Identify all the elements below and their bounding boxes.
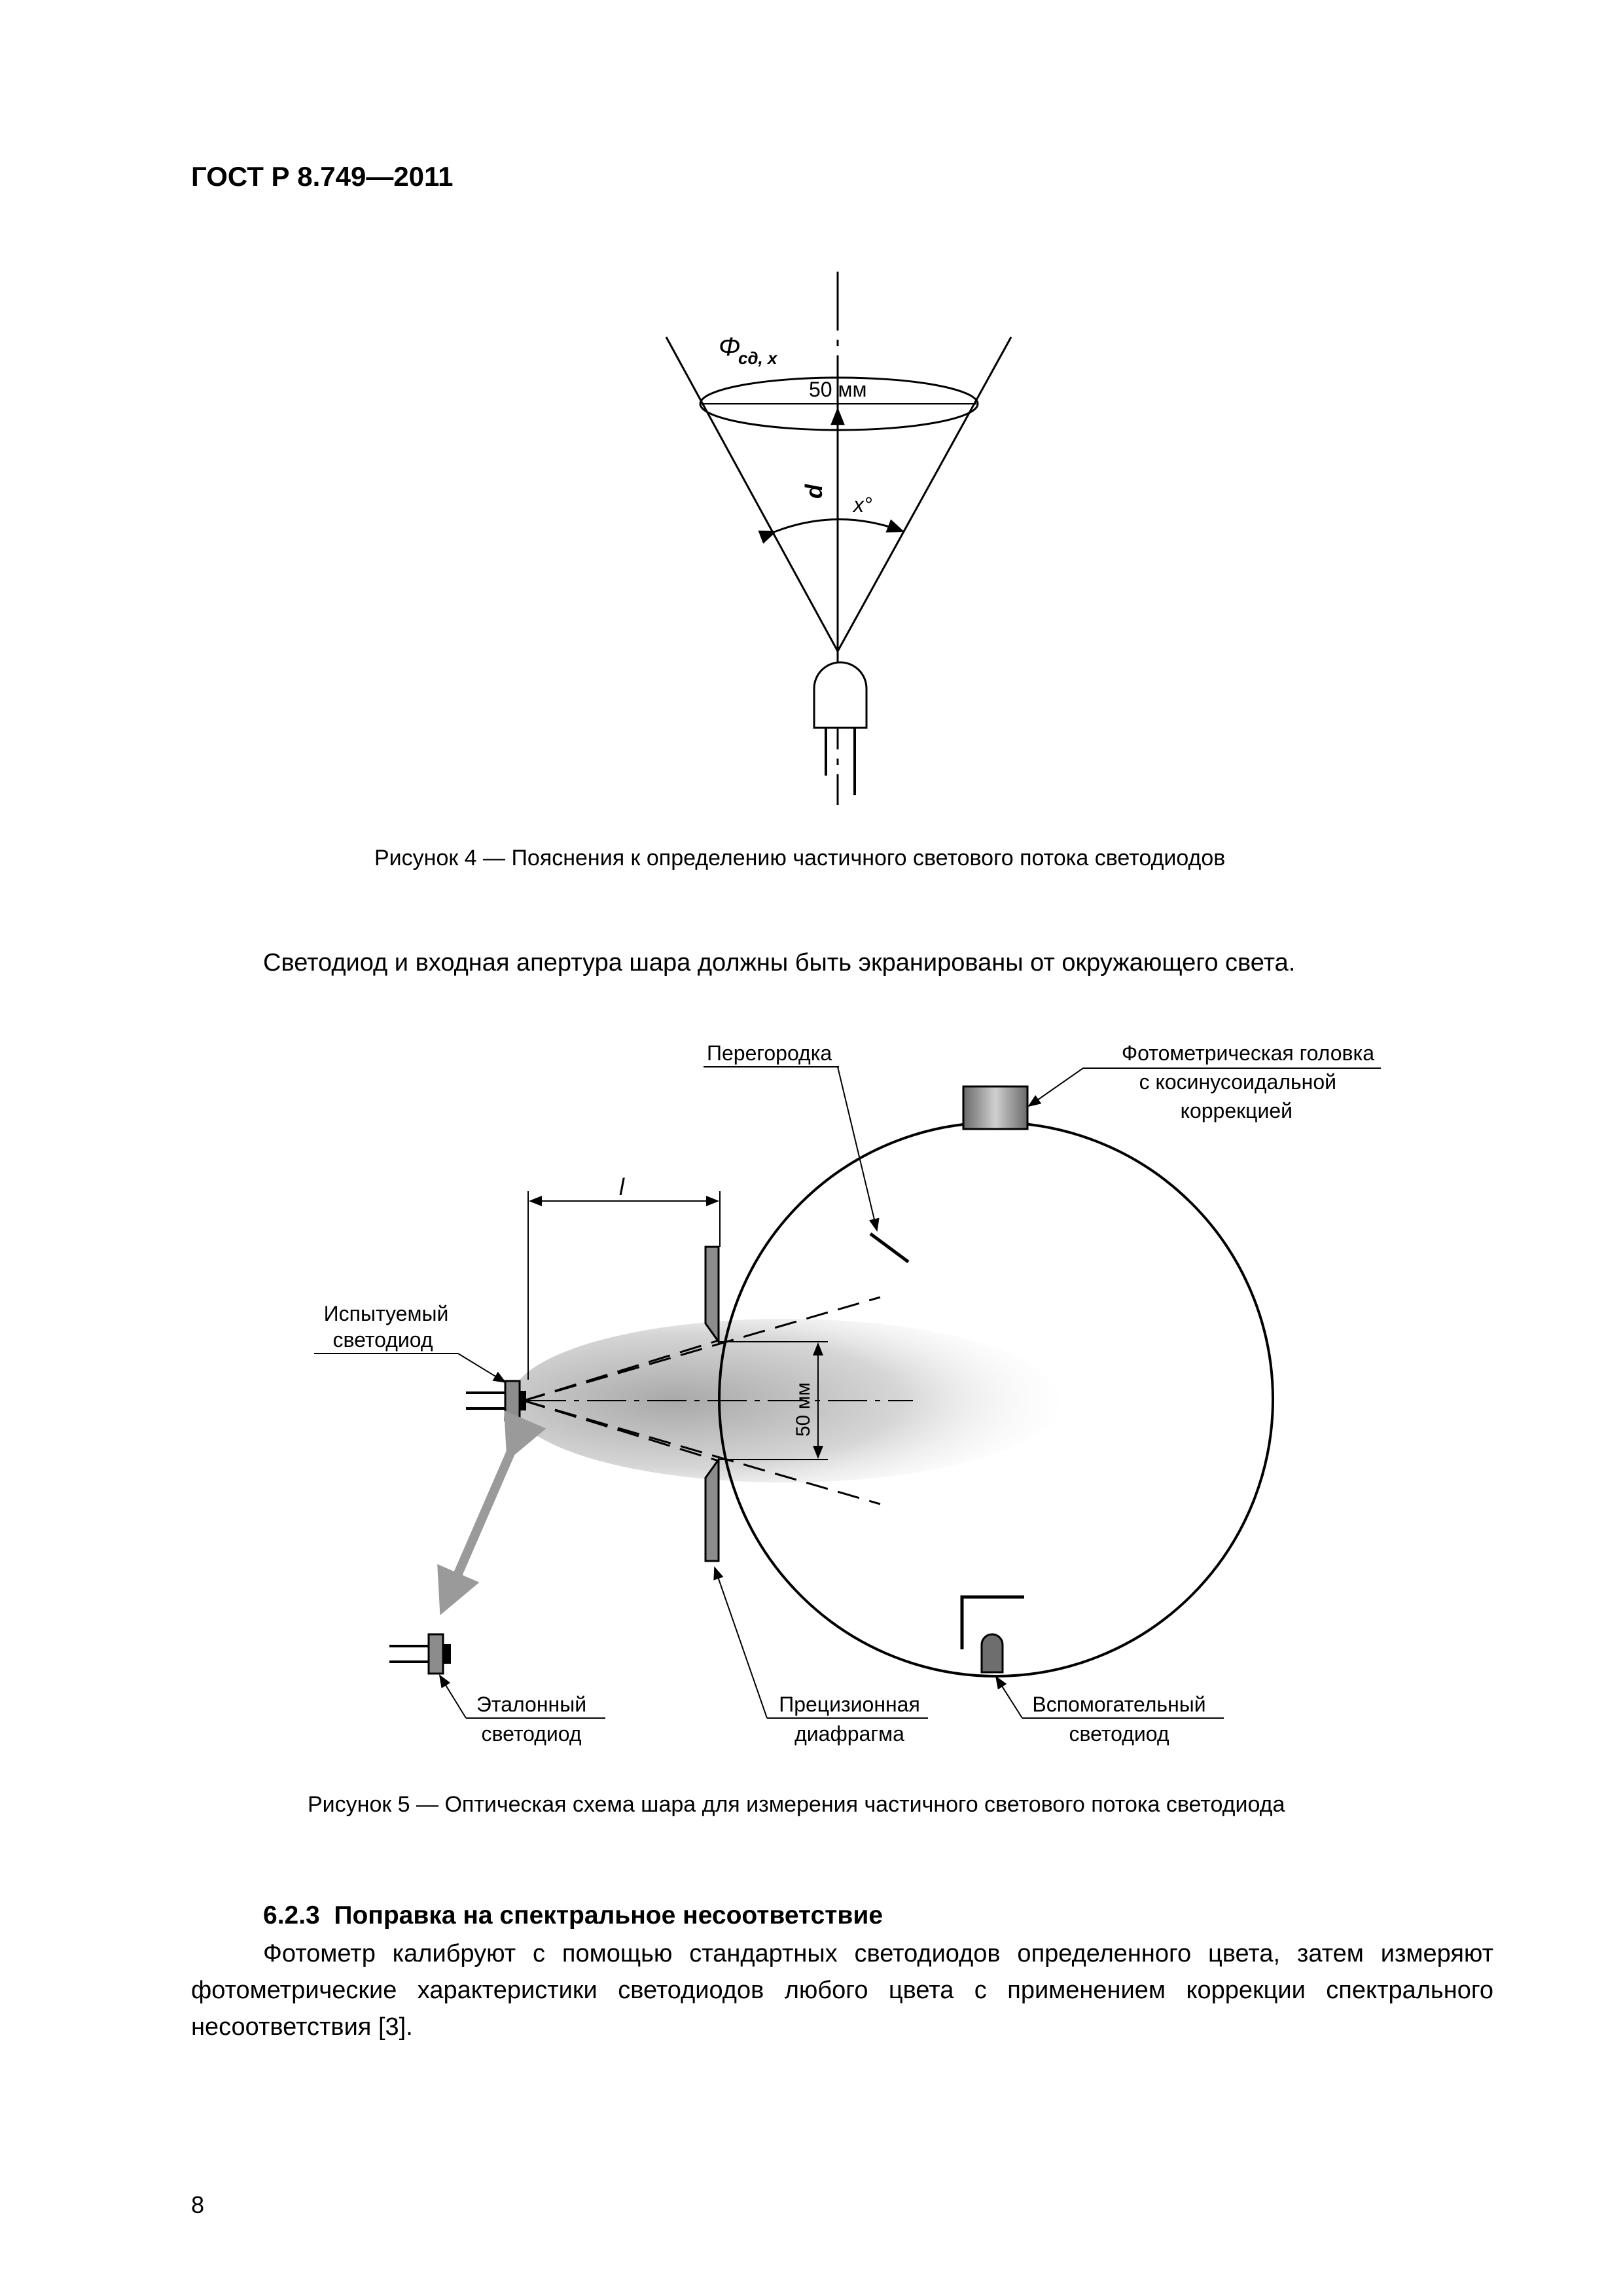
fig5-aperture-leader [713,1566,768,1719]
fig5-test-led-leader [457,1353,507,1384]
figure-4-caption: Рисунок 4 — Пояснения к определению част… [374,846,1226,870]
fig5-label-50mm: 50 мм [793,1382,814,1437]
figure-5-diagram: 50 мм l Перегородка Фотометрическая голо… [314,1041,1381,1746]
section-heading: 6.2.3 Поправка на спектральное несоответ… [263,1901,883,1929]
fig5-test-led [504,1380,521,1422]
fig5-test-led-lens [520,1391,526,1410]
fig4-aperture-ellipse [699,376,979,431]
fig4-label-angle: x° [852,493,872,516]
fig5-baffle [869,1232,910,1264]
fig5-auxiliary-led [980,1633,1004,1674]
fig5-ref-led-leader [438,1674,467,1719]
fig5-aperture-plate-bottom [704,1456,720,1562]
fig5-label-test-led-1: Испытуемый [324,1302,449,1325]
fig5-photohead-leader [1027,1067,1084,1107]
fig5-label-aux-led-2: светодиод [1069,1722,1169,1746]
fig5-cone-line-2 [523,1399,881,1505]
figure-4-diagram: Φ сд, x 50 мм d x° [665,272,1012,805]
fig5-label-l: l [619,1174,625,1200]
fig5-aperture-plate-top [704,1246,720,1345]
fig5-label-aux-led-1: Вспомогательный [1032,1693,1205,1716]
fig5-photometric-head [962,1085,1029,1130]
fig4-label-phi-sub: сд, x [738,348,778,368]
document-header: ГОСТ Р 8.749—2011 [191,161,454,192]
fig5-reference-led-lens [443,1644,451,1664]
figure-5-caption: Рисунок 5 — Оптическая схема шара для из… [308,1792,1285,1817]
fig5-label-aperture-2: диафрагма [794,1722,904,1746]
fig4-angle-arc [758,518,905,544]
fig5-label-photohead-3: коррекцией [1181,1099,1293,1122]
fig5-swap-arrow [437,1410,546,1615]
fig4-cone-left [665,336,839,652]
body-sentence: Светодиод и входная апертура шара должны… [263,949,1296,977]
fig4-label-d: d [800,484,827,499]
fig5-label-baffle: Перегородка [707,1041,832,1065]
fig4-cone-right [836,336,1012,652]
fig5-label-ref-led-2: светодиод [481,1722,581,1746]
fig5-baffle-leader [837,1066,880,1232]
fig5-aux-led-leader [995,1676,1023,1719]
fig4-led-body [813,661,868,729]
fig5-cone-line-3 [523,1339,719,1402]
fig5-label-aperture-1: Прецизионная [779,1693,920,1716]
fig4-label-phi: Φ [719,332,740,361]
page-number: 8 [191,2191,205,2218]
fig5-label-ref-led-1: Эталонный [476,1693,586,1716]
section-paragraph: Фотометр калибруют с помощью стандартных… [191,1940,1493,2041]
fig5-label-photohead-1: Фотометрическая головка [1122,1041,1374,1065]
fig5-aux-screen [960,1595,1024,1649]
fig5-label-test-led-2: светодиод [332,1328,433,1352]
fig5-cone-line-4 [523,1399,719,1462]
fig4-label-50mm: 50 мм [809,378,866,401]
fig5-label-photohead-2: с косинусоидальной [1139,1070,1336,1094]
fig5-reference-led [427,1633,444,1675]
fig5-cone-line-1 [523,1296,881,1402]
